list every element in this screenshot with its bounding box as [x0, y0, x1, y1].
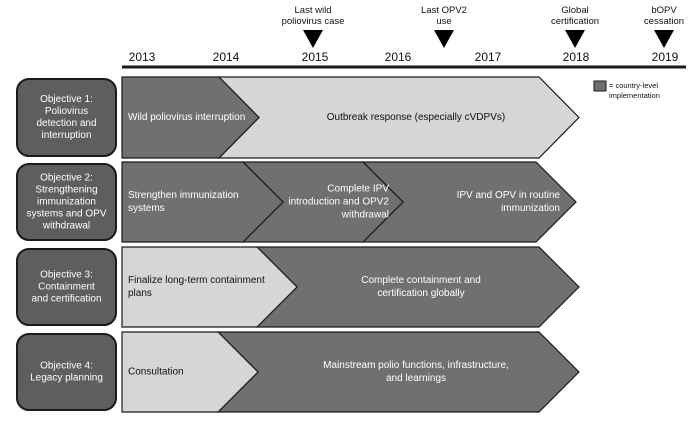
milestone-marker [654, 30, 674, 48]
objective-label: detection and [36, 118, 96, 129]
milestone-label: cessation [644, 16, 684, 27]
legend-label: = country-level [609, 81, 658, 90]
year-label: 2017 [475, 50, 502, 64]
phase-arrow [121, 161, 284, 243]
phase-arrow [216, 331, 580, 413]
objective-label: Legacy planning [30, 373, 103, 384]
phase-label: systems [128, 203, 165, 214]
phase-arrow [255, 246, 580, 328]
milestone-marker [434, 30, 454, 48]
objective-row: Objective 2:Strengtheningimmunizationsys… [16, 161, 577, 243]
objective-label: withdrawal [42, 221, 90, 232]
phase-label: Complete containment and [361, 275, 481, 286]
objective-label-box [16, 163, 117, 241]
objective-label: Objective 1: [40, 94, 93, 105]
objective-label: Poliovirus [45, 106, 88, 117]
objective-label-box [16, 248, 117, 326]
milestone-marker [565, 30, 585, 48]
year-label: 2015 [302, 50, 329, 64]
phase-arrow [121, 246, 298, 328]
phase-label: plans [128, 288, 152, 299]
year-label: 2014 [213, 50, 240, 64]
objective-row: Objective 4:Legacy planning Consultation M… [16, 331, 580, 413]
objective-label: interruption [41, 130, 91, 141]
objective-label: systems and OPV [26, 209, 106, 220]
phase-label: Strengthen immunization [128, 190, 239, 201]
objective-label-box [16, 78, 117, 157]
objective-label: Objective 3: [40, 270, 93, 281]
year-label: 2013 [129, 50, 156, 64]
milestone-label: bOPV [651, 5, 677, 16]
phase-arrow [121, 76, 260, 159]
milestone-label: certification [551, 16, 599, 27]
phase-label: Mainstream polio functions, infrastructu… [323, 360, 509, 371]
milestone-marker [303, 30, 323, 48]
phase-label: Outbreak response (especially cVDPVs) [327, 112, 505, 123]
milestone-label: Global [561, 5, 588, 16]
milestone-label: Last wild [295, 5, 332, 16]
legend-swatch [593, 80, 607, 92]
phase-label: Complete IPV [327, 184, 389, 195]
phase-label: immunization [501, 203, 560, 214]
legend-label: implementation [609, 91, 660, 100]
objective-label: Containment [38, 282, 95, 293]
milestone-label: use [436, 16, 451, 27]
milestone-label: Last OPV2 [421, 5, 467, 16]
objective-label: immunization [37, 197, 96, 208]
milestone-label: poliovirus case [282, 16, 345, 27]
phase-label: Wild poliovirus interruption [128, 112, 245, 123]
objective-label: Objective 2: [40, 173, 93, 184]
year-label: 2019 [652, 50, 679, 64]
objective-label: Strengthening [35, 185, 97, 196]
phase-label: Consultation [128, 367, 184, 378]
objective-label: and certification [31, 294, 101, 305]
phase-arrow [121, 331, 259, 413]
objective-label-box [16, 333, 117, 411]
phase-label: introduction and OPV2 [288, 197, 389, 208]
year-label: 2018 [563, 50, 590, 64]
phase-label: withdrawal [341, 210, 389, 221]
phase-label: certification globally [377, 288, 464, 299]
year-label: 2016 [385, 50, 412, 64]
objective-label: Objective 4: [40, 361, 93, 372]
phase-label: Finalize long-term containment [128, 275, 265, 286]
phase-label: and learnings [386, 373, 446, 384]
phase-label: IPV and OPV in routine [457, 190, 561, 201]
